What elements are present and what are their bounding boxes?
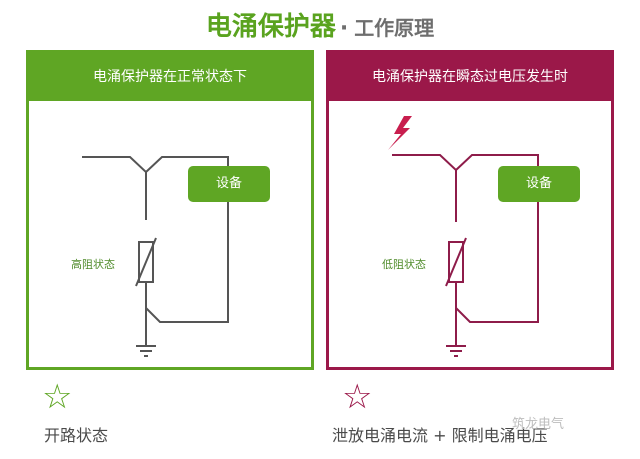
device-box-right: 设备: [498, 166, 580, 202]
surge-feed-line-to-device: [455, 154, 539, 171]
title-sub: 工作原理: [354, 16, 435, 40]
surge-state-circuit: [392, 154, 539, 357]
supply-line: [82, 156, 147, 220]
surge-state-panel: 电涌保护器在瞬态过电压发生时: [326, 50, 614, 370]
title-separator: ·: [339, 16, 349, 41]
surge-state-header: 电涌保护器在瞬态过电压发生时: [329, 53, 611, 101]
return-line-from-device: [145, 202, 229, 323]
open-circuit-caption: 开路状态: [44, 426, 109, 445]
surge-return-line-from-device: [455, 202, 539, 323]
star-outline-icon: ☆: [42, 377, 73, 417]
watermark-text: 筑龙电气: [512, 417, 565, 432]
low-impedance-label: 低阻状态: [382, 258, 426, 271]
normal-state-panel: 电涌保护器在正常状态下: [26, 50, 314, 370]
surge-varistor-diagonal: [445, 237, 467, 287]
normal-state-circuit: [82, 156, 229, 357]
normal-state-header: 电涌保护器在正常状态下: [29, 53, 311, 101]
varistor-diagonal: [135, 237, 157, 287]
high-impedance-label: 高阻状态: [71, 258, 115, 271]
device-box-left: 设备: [188, 166, 270, 202]
lightning-bolt-icon: [388, 116, 412, 150]
star-outline-icon: ☆: [342, 377, 373, 417]
surge-discharge-caption: 泄放电涌电流 + 限制电涌电压: [332, 426, 548, 445]
feed-line-to-device: [145, 156, 229, 173]
diagram-title: 电涌保护器·工作原理: [0, 6, 640, 43]
title-main: 电涌保护器: [205, 12, 336, 42]
surge-supply-line: [392, 154, 457, 222]
